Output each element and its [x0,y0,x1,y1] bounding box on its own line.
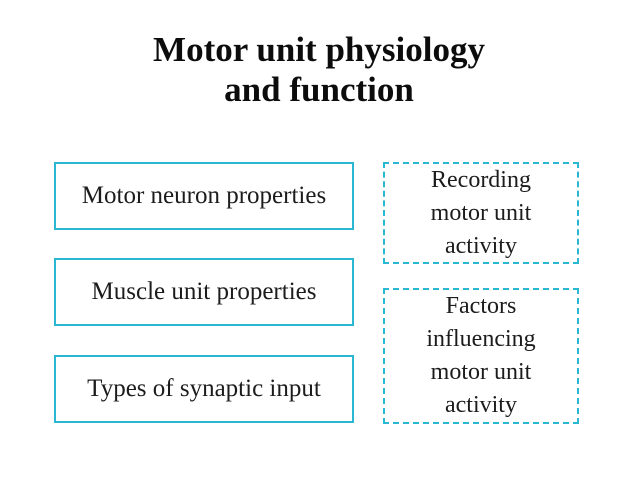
topic-box-recording-motor-unit-activity: Recording motor unit activity [383,162,579,264]
topic-box-factors-influencing-motor-unit-activity: Factors influencing motor unit activity [383,288,579,424]
slide-title: Motor unit physiology and function [153,30,485,109]
topic-box-label: Types of synaptic input [87,375,321,402]
topic-box-types-of-synaptic-input: Types of synaptic input [54,355,354,423]
topic-box-motor-neuron-properties: Motor neuron properties [54,162,354,230]
topic-box-label: Recording motor unit activity [430,166,532,259]
topic-box-label: Muscle unit properties [91,278,317,305]
topic-box-label: Motor neuron properties [81,182,327,209]
topic-box-muscle-unit-properties: Muscle unit properties [54,258,354,326]
topic-box-label: Factors influencing motor unit activity [426,293,536,418]
